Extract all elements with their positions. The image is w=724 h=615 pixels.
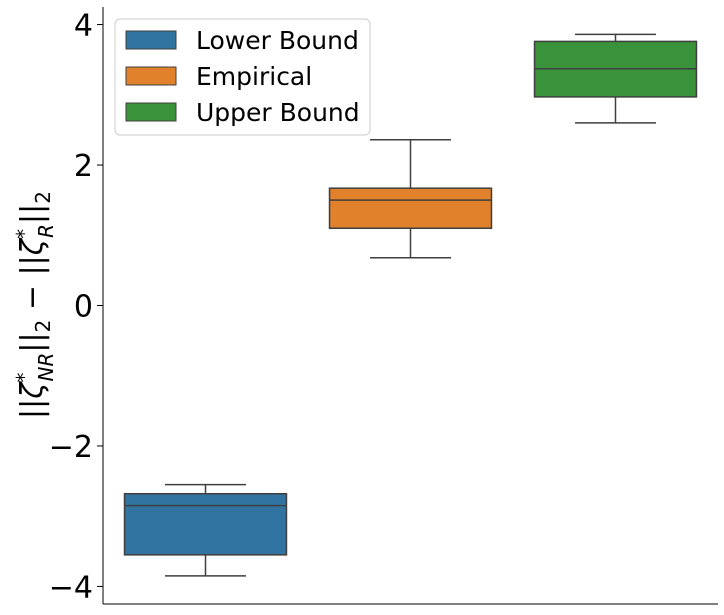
y-label-two-1: 2 [31,320,55,333]
box-iqr [123,492,288,556]
box-upper-bound [533,33,698,124]
y-label-sub-2: R [34,224,58,238]
y-label-close-2: || [15,204,50,224]
y-label-zeta-1: ζ [15,381,50,400]
box-lower-bound [123,483,288,577]
y-label-close-1: || [15,332,50,352]
y-axis-label: ||ζ*NR||2 − ||ζ*R||2 [12,191,58,419]
legend-swatch [125,66,177,86]
box-empirical [328,138,493,259]
y-label-star-1: * [12,372,36,382]
legend-swatch [125,30,177,50]
y-tick-label: 4 [74,9,93,44]
y-label-two-2: 2 [31,191,55,204]
y-label-star-2: * [12,229,36,239]
legend-label: Lower Bound [196,26,359,55]
box-iqr [328,187,493,229]
y-label-minus: − [15,275,50,319]
box-series-group [123,33,698,577]
y-label-open-1: || [15,399,50,419]
y-label-open-2: || [15,255,50,275]
legend-label: Upper Bound [196,98,360,127]
legend-frame [114,18,371,136]
y-axis-ticks: −4 −2 0 2 4 [49,9,103,605]
y-tick-label: 0 [74,290,93,325]
y-label-zeta-2: ζ [15,237,50,256]
y-tick-label: −2 [49,430,93,465]
y-tick-label: 2 [74,149,93,184]
y-label-sub-1: NR [34,353,58,382]
y-tick-label: −4 [49,570,93,605]
legend-label: Empirical [196,62,312,91]
legend-swatch [125,102,177,122]
